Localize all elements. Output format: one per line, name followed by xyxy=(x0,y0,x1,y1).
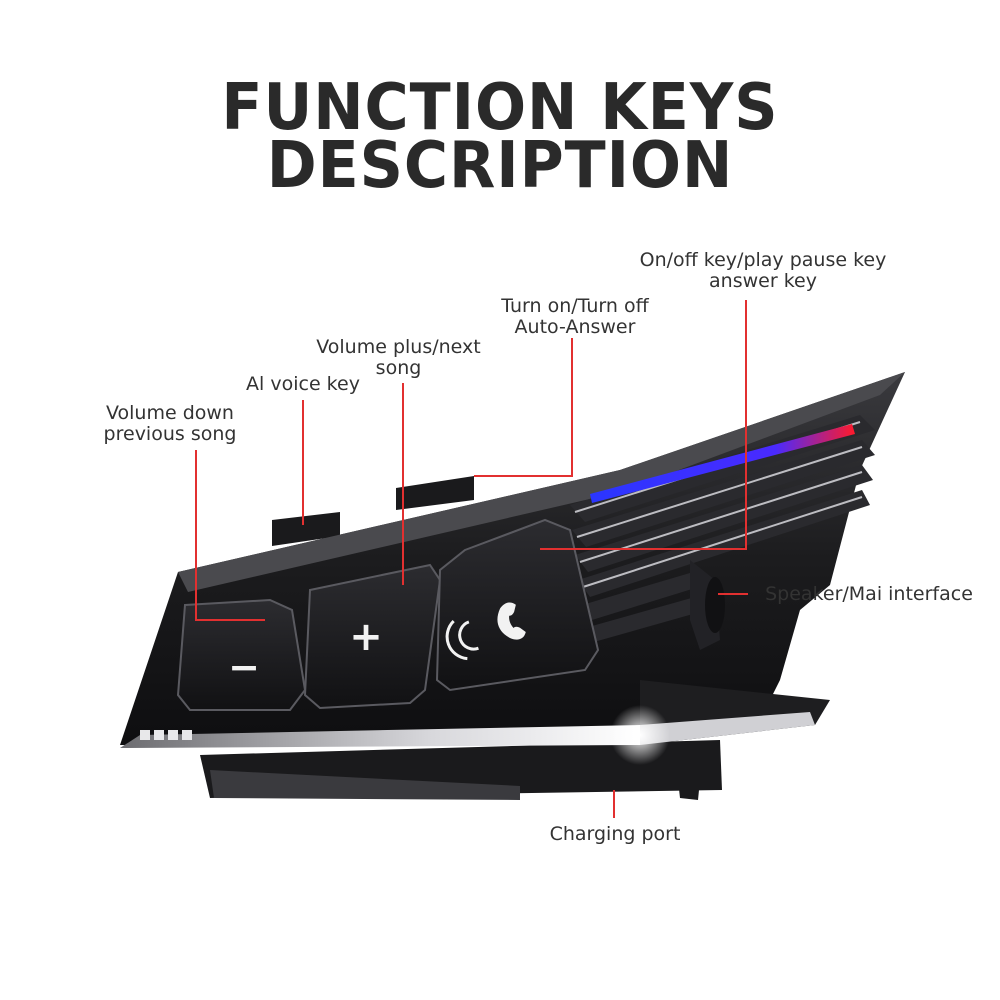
ai-voice-tab xyxy=(272,512,340,546)
key-volume-down[interactable]: − xyxy=(176,598,307,711)
device-base xyxy=(200,740,722,800)
key-volume-plus[interactable]: + xyxy=(303,563,442,710)
title-line-1: FUNCTION KEYS xyxy=(221,71,779,145)
minus-symbol: − xyxy=(228,645,260,689)
plus-symbol: + xyxy=(349,614,383,660)
label-charging: Charging port xyxy=(549,823,681,845)
label-auto-answer: Turn on/Turn off Auto-Answer xyxy=(501,295,649,338)
leader-lines xyxy=(195,300,748,818)
phone-icon xyxy=(445,602,526,661)
label-onoff: On/off key/play pause key answer key xyxy=(639,249,887,292)
label-volume-down: Volume down previous song xyxy=(103,402,237,445)
key-onoff-answer[interactable] xyxy=(435,518,600,692)
label-ai-voice: Al voice key xyxy=(246,373,360,395)
title-line-2: DESCRIPTION xyxy=(266,129,734,203)
leader-volume-down xyxy=(195,450,265,621)
leader-auto-answer xyxy=(474,338,573,477)
speaker-connector xyxy=(690,560,725,650)
auto-answer-tab xyxy=(396,476,474,510)
label-speaker: Speaker/Mai interface xyxy=(765,583,973,605)
label-volume-plus: Volume plus/next song xyxy=(316,336,481,379)
leader-onoff xyxy=(540,300,747,550)
blue-red-stripe xyxy=(590,424,855,503)
model-marking xyxy=(140,730,192,740)
